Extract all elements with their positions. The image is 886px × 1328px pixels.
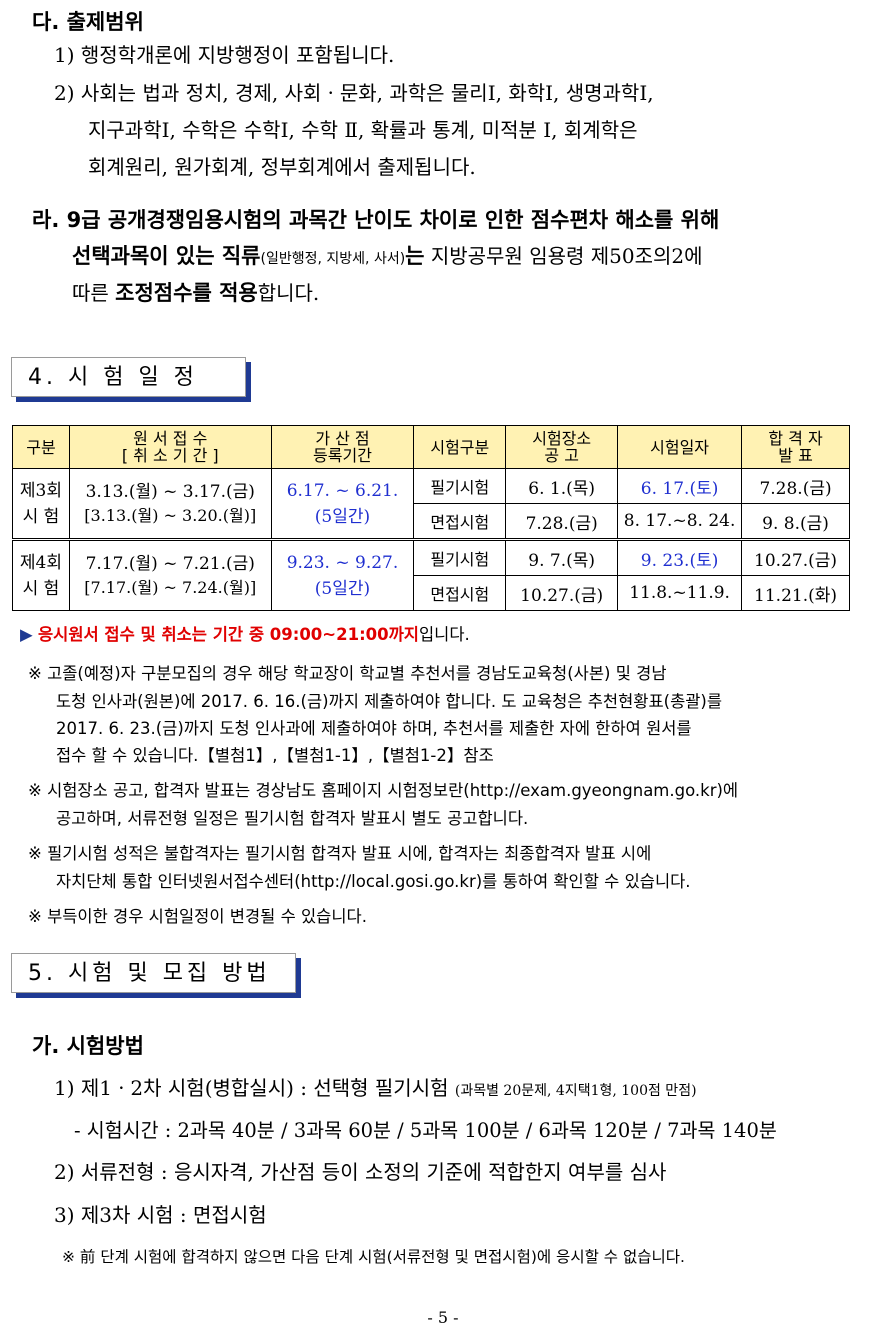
adjusted-score-post: 합니다. xyxy=(257,281,320,305)
adjusted-score-small: (일반행정, 지방세, 사서) xyxy=(260,251,406,267)
round-3-date-interview: 8. 17.~8. 24. xyxy=(617,503,743,540)
heading-scope: 다. 출제범위 xyxy=(32,10,144,34)
round-4-bonus: 9.23. ~ 9.27.(5일간) xyxy=(270,539,415,611)
adjusted-score-bold-3: 조정점수를 적용 xyxy=(115,281,258,305)
round-4-result-interview: 11.21.(화) xyxy=(741,575,850,611)
section-4-shadow-right xyxy=(246,362,251,402)
note-2-line2: 공고하며, 서류전형 일정은 필기시험 합격자 발표시 별도 공고합니다. xyxy=(56,809,529,828)
round-3-type-interview: 면접시험 xyxy=(413,503,507,540)
section-4-title: 4. 시 험 일 정 xyxy=(11,357,246,397)
note-3-line2: 자치단체 통합 인터넷원서접수센터(http://local.gosi.go.k… xyxy=(56,872,691,891)
round-3-result-interview: 9. 8.(금) xyxy=(741,503,850,540)
round-3-venue-interview: 7.28.(금) xyxy=(505,503,619,540)
adjusted-score-pre: 따른 xyxy=(72,281,116,305)
round-4-date-written: 9. 23.(토) xyxy=(617,539,743,576)
note-1-line1: ※ 고졸(예정)자 구분모집의 경우 해당 학교장이 학교별 추천서를 경남도교… xyxy=(28,664,667,683)
section-5-shadow-bottom xyxy=(16,993,301,998)
round-3-bonus: 6.17. ~ 6.21.(5일간) xyxy=(270,468,415,540)
round-4-type-interview: 면접시험 xyxy=(413,575,507,611)
notice-rest: 입니다. xyxy=(419,625,470,644)
table-row: 면접시험 10.27.(금) 11.8.~11.9. 11.21.(화) xyxy=(13,575,850,611)
method-item-1: 1) 제1ㆍ2차 시험(병합실시) : 선택형 필기시험 (과목별 20문제, … xyxy=(54,1076,697,1100)
round-4-venue-written: 9. 7.(목) xyxy=(505,539,619,576)
round-4-venue-interview: 10.27.(금) xyxy=(505,575,619,611)
note-1-line3: 2017. 6. 23.(금)까지 도청 인사과에 제출하여야 하며, 추천서를… xyxy=(56,719,692,738)
round-4-date-interview: 11.8.~11.9. xyxy=(617,575,743,611)
note-1-line4: 접수 할 수 있습니다.【별첨1】,【별첨1-1】,【별첨1-2】참조 xyxy=(56,746,494,765)
scope-item-2-line2: 지구과학Ⅰ, 수학은 수학Ⅰ, 수학 Ⅱ, 확률과 통계, 미적분 Ⅰ, 회계학… xyxy=(88,118,638,142)
method-item-2: 2) 서류전형 : 응시자격, 가산점 등이 소정의 기준에 적합한지 여부를 … xyxy=(54,1160,667,1184)
adjusted-score-bold-1: 선택과목이 있는 직류 xyxy=(72,244,261,268)
adjusted-score-rest: 지방공무원 임용령 제50조의2에 xyxy=(424,244,703,268)
scope-item-2-line1: 2) 사회는 법과 정치, 경제, 사회ㆍ문화, 과학은 물리Ⅰ, 화학Ⅰ, 생… xyxy=(54,81,654,105)
round-4-type-written: 필기시험 xyxy=(413,539,507,576)
scope-item-1: 1) 행정학개론에 지방행정이 포함됩니다. xyxy=(54,43,395,67)
heading-exam-method: 가. 시험방법 xyxy=(32,1034,144,1058)
note-3-line1: ※ 필기시험 성적은 불합격자는 필기시험 합격자 발표 시에, 합격자는 최종… xyxy=(28,844,652,863)
notice-red-text: 응시원서 접수 및 취소는 기간 중 09:00~21:00까지 xyxy=(37,625,419,644)
adjusted-score-line3: 따른 조정점수를 적용합니다. xyxy=(72,277,319,307)
stage-warning: ※ 前 단계 시험에 합격하지 않으면 다음 단계 시험(서류전형 및 면접시험… xyxy=(62,1248,685,1266)
section-4-shadow-bottom xyxy=(16,397,251,402)
round-3-type-written: 필기시험 xyxy=(413,468,507,504)
note-4: ※ 부득이한 경우 시험일정이 변경될 수 있습니다. xyxy=(28,907,367,926)
exam-duration: - 시험시간 : 2과목 40분 / 3과목 60분 / 5과목 100분 / … xyxy=(74,1119,777,1142)
section-5-shadow-right xyxy=(296,958,301,998)
round-3-venue-written: 6. 1.(목) xyxy=(505,468,619,504)
adjusted-score-line2: 선택과목이 있는 직류(일반행정, 지방세, 사서)는 지방공무원 임용령 제5… xyxy=(72,240,703,270)
header-exam-date: 시험일자 xyxy=(617,425,743,469)
note-2-line1: ※ 시험장소 공고, 합격자 발표는 경상남도 홈페이지 시험정보란(http:… xyxy=(28,781,739,800)
scope-item-2-line3: 회계원리, 원가회계, 정부회계에서 출제됩니다. xyxy=(88,155,476,179)
method-item-1-detail: (과목별 20문제, 4지택1형, 100점 만점) xyxy=(454,1083,697,1099)
table-row: 면접시험 7.28.(금) 8. 17.~8. 24. 9. 8.(금) xyxy=(13,503,850,540)
page-number: - 5 - xyxy=(427,1308,459,1327)
round-3-apply: 3.13.(월) ~ 3.17.(금)[3.13.(월) ~ 3.20.(월)] xyxy=(68,468,272,540)
round-4-apply: 7.17.(월) ~ 7.21.(금)[7.17.(월) ~ 7.24.(월)] xyxy=(68,539,272,611)
round-3-result-written: 7.28.(금) xyxy=(741,468,850,504)
round-3-date-written: 6. 17.(토) xyxy=(617,468,743,504)
header-gubun: 구분 xyxy=(12,425,70,469)
section-5-title: 5. 시험 및 모집 방법 xyxy=(11,953,296,993)
header-apply: 원 서 접 수[ 취 소 기 간 ] xyxy=(68,425,272,469)
arrow-icon: ▶ xyxy=(20,625,33,644)
method-item-3: 3) 제3차 시험 : 면접시험 xyxy=(54,1203,267,1227)
adjusted-score-line1: 라. 9급 공개경쟁임용시험의 과목간 난이도 차이로 인한 점수편차 해소를 … xyxy=(32,208,720,232)
adjusted-score-bold-2: 는 xyxy=(405,244,425,268)
header-exam-type: 시험구분 xyxy=(413,425,507,469)
application-hours-notice: ▶ 응시원서 접수 및 취소는 기간 중 09:00~21:00까지입니다. xyxy=(20,621,470,645)
round-4-result-written: 10.27.(금) xyxy=(741,539,850,576)
note-1-line2: 도청 인사과(원본)에 2017. 6. 16.(금)까지 제출하여야 합니다.… xyxy=(56,692,723,711)
